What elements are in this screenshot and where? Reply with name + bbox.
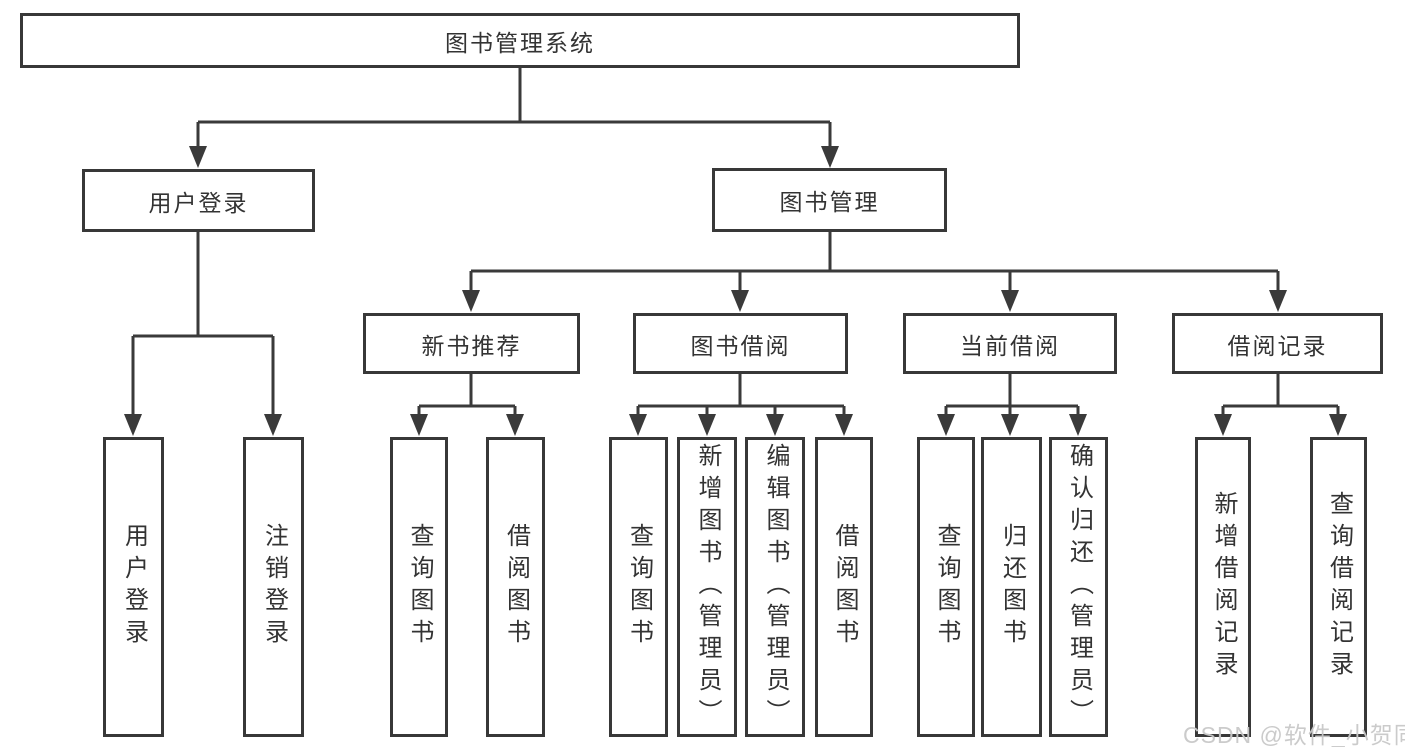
node-root: 图书管理系统 — [20, 13, 1020, 68]
node-root-label: 图书管理系统 — [445, 29, 595, 56]
arrowhead — [835, 414, 853, 436]
node-current-borrow: 当前借阅 — [903, 313, 1117, 374]
node-book-mgmt-label: 图书管理 — [779, 189, 880, 215]
leaf-current-query-label: 查询图书 — [933, 523, 960, 651]
arrowhead — [1001, 290, 1019, 312]
leaf-borrow-add-admin-label: 新增图书（管理员） — [694, 443, 721, 731]
arrowhead — [629, 414, 647, 436]
watermark-text: CSDN @软件_小贺同学 — [1183, 722, 1405, 747]
leaf-newbook-query-label: 查询图书 — [406, 523, 433, 651]
leaf-record-query: 查询借阅记录 — [1310, 437, 1367, 737]
node-user-login: 用户登录 — [82, 169, 315, 232]
arrowhead — [506, 414, 524, 436]
arrowhead — [1069, 414, 1087, 436]
node-user-login-label: 用户登录 — [148, 189, 249, 216]
connector-book-borrow-children — [629, 374, 853, 436]
connector-user-login-children — [124, 232, 282, 436]
leaf-user-login-label: 用户登录 — [120, 523, 148, 651]
leaf-newbook-borrow-label: 借阅图书 — [502, 523, 530, 651]
arrowhead — [1001, 414, 1019, 436]
connector-book-mgmt-children — [462, 232, 1287, 312]
arrowhead — [1269, 290, 1287, 312]
leaf-current-confirm-admin: 确认归还（管理员） — [1049, 437, 1108, 737]
leaf-newbook-borrow: 借阅图书 — [486, 437, 545, 737]
leaf-record-add-label: 新增借阅记录 — [1210, 491, 1237, 683]
connector-borrow-records-children — [1214, 374, 1347, 436]
node-new-book-rec: 新书推荐 — [363, 313, 580, 374]
arrowhead — [1214, 414, 1232, 436]
arrowhead — [410, 414, 428, 436]
connector-current-borrow-children — [937, 374, 1087, 436]
leaf-user-login: 用户登录 — [103, 437, 164, 737]
leaf-borrow-query: 查询图书 — [609, 437, 668, 737]
leaf-current-query: 查询图书 — [917, 437, 975, 737]
arrowhead — [698, 414, 716, 436]
node-current-borrow-label: 当前借阅 — [960, 332, 1060, 359]
leaf-record-query-label: 查询借阅记录 — [1325, 491, 1353, 683]
connector-root-to-level2 — [189, 68, 839, 168]
connector-new-book-children — [410, 374, 524, 436]
arrowhead — [189, 146, 207, 168]
arrowhead — [731, 290, 749, 312]
leaf-current-return-label: 归还图书 — [998, 523, 1026, 651]
arrowhead — [766, 414, 784, 436]
leaf-borrow-add-admin: 新增图书（管理员） — [677, 437, 737, 737]
arrowhead — [937, 414, 955, 436]
node-new-book-rec-label: 新书推荐 — [421, 332, 522, 359]
leaf-borrow-edit-admin: 编辑图书（管理员） — [745, 437, 805, 737]
leaf-logout-label: 注销登录 — [260, 523, 288, 651]
leaf-borrow-query-label: 查询图书 — [625, 523, 653, 651]
node-book-borrow-label: 图书借阅 — [690, 332, 791, 359]
arrowhead — [264, 414, 282, 436]
arrowhead — [124, 414, 142, 436]
leaf-newbook-query: 查询图书 — [390, 437, 448, 737]
leaf-record-add: 新增借阅记录 — [1195, 437, 1251, 737]
node-book-mgmt: 图书管理 — [712, 168, 947, 232]
arrowhead — [1329, 414, 1347, 436]
leaf-borrow-borrow: 借阅图书 — [815, 437, 873, 737]
leaf-logout: 注销登录 — [243, 437, 304, 737]
leaf-current-return: 归还图书 — [981, 437, 1042, 737]
leaf-borrow-borrow-label: 借阅图书 — [831, 523, 858, 651]
node-book-borrow: 图书借阅 — [633, 313, 848, 374]
arrowhead — [462, 290, 480, 312]
arrowhead — [821, 146, 839, 168]
leaf-current-confirm-admin-label: 确认归还（管理员） — [1065, 443, 1093, 731]
leaf-borrow-edit-admin-label: 编辑图书（管理员） — [762, 443, 789, 731]
node-borrow-records-label: 借阅记录 — [1227, 332, 1328, 359]
node-borrow-records: 借阅记录 — [1172, 313, 1383, 374]
